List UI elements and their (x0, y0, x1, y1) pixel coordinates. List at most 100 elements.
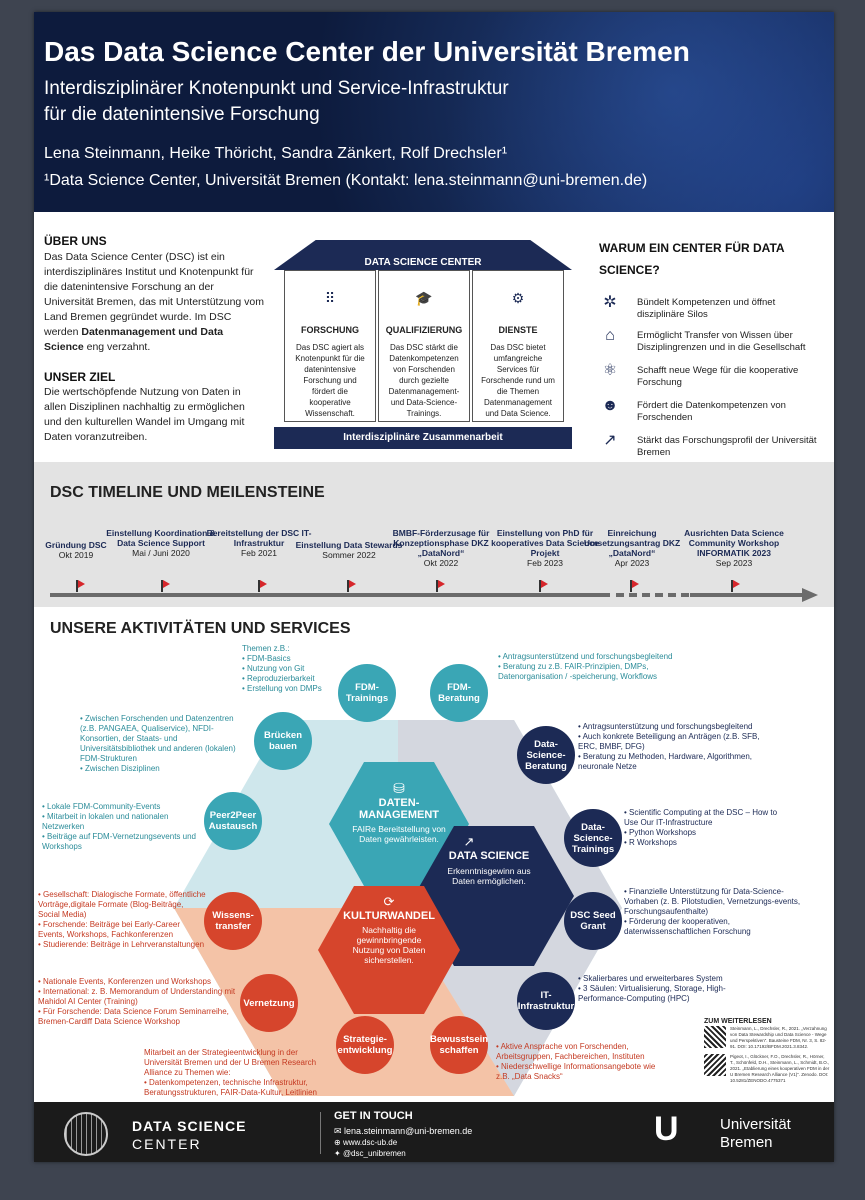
timeline-event: Einreichung Umsetzungsantrag DKZ „DataNo… (583, 528, 681, 568)
milestone-flag-icon (76, 580, 85, 592)
subtitle-line-1: Interdisziplinärer Knotenpunkt und Servi… (44, 78, 509, 99)
note-seed-grant: • Finanzielle Unterstützung für Data-Sci… (624, 887, 801, 936)
authors: Lena Steinmann, Heike Thöricht, Sandra Z… (44, 145, 508, 162)
twitter-icon: ✦ (334, 1149, 343, 1158)
note-strategie: Mitarbeit an der Strategieentwicklung in… (144, 1048, 317, 1097)
activities-heading: UNSERE AKTIVITÄTEN UND SERVICES (50, 620, 351, 637)
chart-icon: ↗ (463, 834, 475, 849)
bridge-icon: ⌂ (605, 327, 615, 344)
circle-fdm-trainings: FDM-Trainings (338, 664, 396, 722)
hexagon-datenmanagement (329, 762, 469, 886)
molecule-icon: ⚛ (602, 362, 618, 379)
milestone-flag-icon (731, 580, 740, 592)
note-themen: Themen z.B.: • FDM-Basics • Nutzung von … (242, 644, 322, 693)
hexagon-kulturwandel (318, 886, 460, 1014)
timeline-arrow (50, 588, 818, 602)
note-ds-beratung: • Antragsunterstützung und forschungsbeg… (578, 722, 760, 771)
circle-bruecken-bauen: Brücken bauen (254, 712, 312, 770)
note-fdm-beratung: • Antragsunterstützend und forschungsbeg… (498, 652, 673, 681)
contact-twitter[interactable]: ✦ @dsc_unibremen (334, 1149, 406, 1158)
mail-icon: ✉ (334, 1126, 345, 1136)
circle-it-infrastruktur: IT-Infrastruktur (517, 972, 575, 1030)
label-data-science: ↗ DATA SCIENCE Erkenntnisgewinn aus Date… (424, 834, 554, 886)
goal-text: Die wertschöpfende Nutzung von Daten in … (44, 386, 245, 443)
uni-name-line-2: Bremen (720, 1134, 773, 1151)
logo-line-2: CENTER (132, 1136, 202, 1152)
uni-name-line-1: Universität (720, 1116, 791, 1133)
footer-divider (320, 1112, 321, 1154)
grid-icon: ⠿ (324, 290, 336, 306)
circle-bewusstsein: Bewusstsein schaffen (430, 1016, 488, 1074)
about-text-end: eng verzahnt. (83, 341, 151, 353)
diagram-background-orange (174, 908, 514, 1096)
about-text-main: Das Data Science Center (DSC) ist ein in… (44, 251, 264, 338)
gear-icon: ⚙ (511, 290, 525, 306)
further-reading-heading: ZUM WEITERLESEN (704, 1018, 772, 1025)
contact-email[interactable]: ✉ lena.steinmann@uni-bremen.de (334, 1126, 473, 1136)
uni-logo-icon: U (654, 1110, 679, 1148)
globe-icon: ⊕ (334, 1138, 343, 1147)
circle-strategieentwicklung: Strategie-entwicklung (336, 1016, 394, 1074)
circle-ds-trainings: Data-Science-Trainings (564, 809, 622, 867)
poster-title: Das Data Science Center der Universität … (44, 36, 690, 67)
label-kulturwandel: ⟳ KULTURWANDEL Nachhaltig die gewinnbrin… (324, 894, 454, 965)
timeline-event: BMBF-Förderzusage für Konzeptionsphase D… (392, 528, 490, 568)
affiliation: ¹Data Science Center, Universität Bremen… (44, 172, 648, 189)
milestone-flag-icon (347, 580, 356, 592)
logo-line-1: DATA SCIENCE (132, 1118, 247, 1134)
head-gear-icon: ☻ (601, 397, 619, 414)
poster-subtitle: Interdisziplinärer Knotenpunkt und Servi… (44, 76, 824, 128)
pillar-text: Das DSC agiert als Knotenpunkt für die d… (295, 343, 365, 418)
milestone-flag-icon (539, 580, 548, 592)
pillar-qualifizierung: 🎓 QUALIFIZIERUNG Das DSC stärkt die Date… (378, 270, 470, 422)
pillar-title: DIENSTE (498, 325, 538, 335)
timeline-event: Einstellung von PhD für kooperatives Dat… (491, 528, 599, 568)
qr-code-icon[interactable] (704, 1026, 726, 1048)
pillar-title: FORSCHUNG (301, 325, 359, 335)
contact-heading: GET IN TOUCH (334, 1110, 413, 1122)
database-icon: ⛁ (393, 780, 405, 796)
note-bewusstsein: • Aktive Ansprache von Forschenden, Arbe… (496, 1042, 656, 1081)
reference-2: Pigeot, I., Glöckner, F.O., Drechsler, R… (730, 1054, 830, 1083)
note-vernetzung: • Nationale Events, Konferenzen und Work… (38, 977, 236, 1026)
subtitle-line-2: für die datenintensive Forschung (44, 104, 320, 125)
pillar-text: Das DSC bietet umfangreiche Services für… (481, 343, 555, 418)
qr-code-icon[interactable] (704, 1054, 726, 1076)
pillar-title: QUALIFIZIERUNG (385, 325, 463, 335)
footer: DATA SCIENCE CENTER GET IN TOUCH ✉ lena.… (34, 1102, 834, 1162)
circle-fdm-beratung: FDM-Beratung (430, 664, 488, 722)
circle-wissenstransfer: Wissens-transfer (204, 892, 262, 950)
note-bruecken: • Zwischen Forschenden und Datenzentren … (80, 714, 236, 773)
contact-web[interactable]: ⊕ www.dsc-ub.de (334, 1138, 398, 1147)
milestone-flag-icon (258, 580, 267, 592)
note-ds-trainings: • Scientific Computing at the DSC – How … (624, 808, 778, 847)
circle-ds-beratung: Data-Science-Beratung (517, 726, 575, 784)
note-it: • Skalierbares und erweiterbares System … (578, 974, 726, 1003)
note-peer: • Lokale FDM-Community-Events • Mitarbei… (42, 802, 196, 851)
circle-seed-grant: DSC Seed Grant (564, 892, 622, 950)
why-heading: WARUM EIN CENTER FÜR DATA SCIENCE? (599, 241, 785, 277)
pillar-text: Das DSC stärkt die Datenkompetenzen von … (388, 343, 460, 418)
dsc-logo-globe-icon (64, 1112, 108, 1156)
timeline-heading: DSC TIMELINE UND MEILENSTEINE (50, 484, 325, 501)
timeline-event: Einstellung Koordination & Data Science … (106, 528, 216, 558)
pillar-dienste: ⚙ DIENSTE Das DSC bietet umfangreiche Se… (472, 270, 564, 422)
label-datenmanagement: ⛁ DATEN-MANAGEMENT FAIRe Bereitstellung … (334, 780, 464, 844)
about-text: Das Data Science Center (DSC) ist ein in… (44, 250, 264, 355)
refresh-icon: ⟳ (383, 894, 395, 909)
network-icon: ✲ (603, 294, 617, 311)
timeline-event: Ausrichten Data Science Community Worksh… (684, 528, 784, 568)
milestone-flag-icon (436, 580, 445, 592)
milestone-flag-icon (161, 580, 170, 592)
circle-peer2peer: Peer2Peer Austausch (204, 792, 262, 850)
timeline-section: DSC TIMELINE UND MEILENSTEINE Gründung D… (34, 462, 834, 607)
about-heading: ÜBER UNS (44, 234, 107, 248)
poster-header: Das Data Science Center der Universität … (34, 12, 834, 212)
poster: Das Data Science Center der Universität … (34, 12, 834, 1162)
hexagon-data-science (414, 826, 574, 966)
chart-up-icon: ↗ (603, 432, 617, 449)
circle-vernetzung: Vernetzung (240, 974, 298, 1032)
house-roof: DATA SCIENCE CENTER (274, 240, 572, 270)
